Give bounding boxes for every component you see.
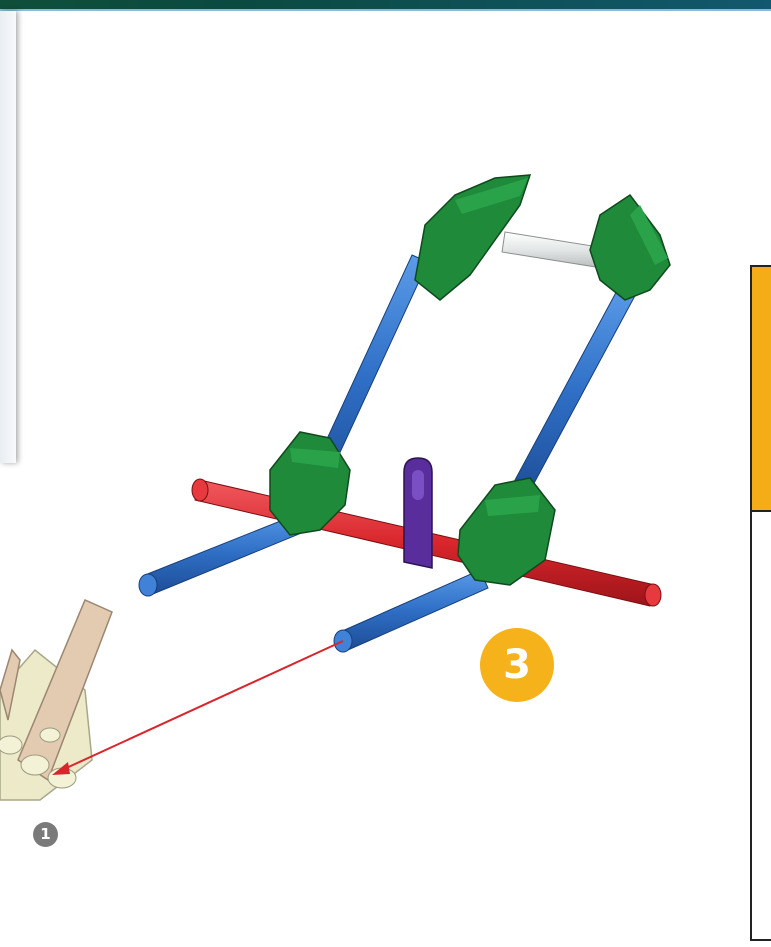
sub-step-number: 1 bbox=[40, 827, 50, 842]
side-box bbox=[750, 265, 771, 941]
purple-clip bbox=[404, 458, 432, 568]
step-number-badge: 3 bbox=[480, 628, 554, 702]
blue-rods bbox=[139, 255, 637, 652]
arrow-icon bbox=[52, 641, 343, 775]
sub-step-badge: 1 bbox=[33, 822, 58, 847]
step-number: 3 bbox=[503, 645, 531, 685]
sub-assembly-part bbox=[0, 600, 112, 800]
side-box-header bbox=[752, 267, 771, 512]
